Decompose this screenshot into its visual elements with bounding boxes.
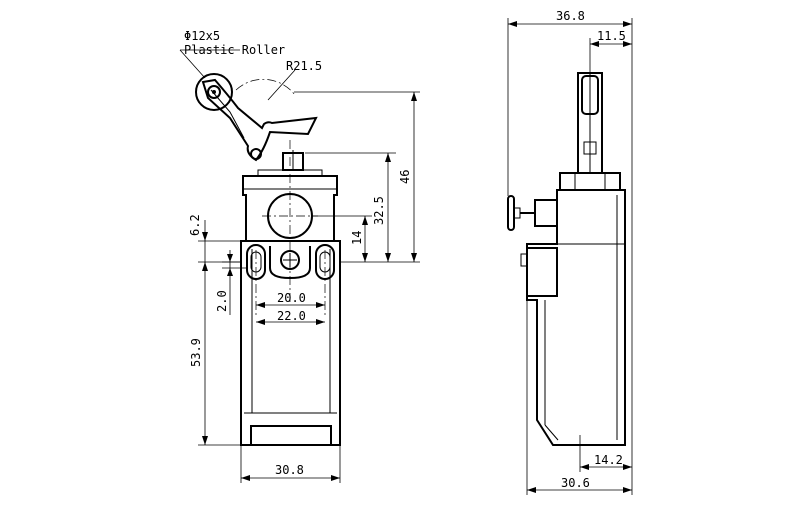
side-bottom-offset-text: 14.2	[594, 453, 623, 467]
side-dimensions: 36.8 11.5 14.2 30.6	[507, 9, 633, 495]
roller-axle	[207, 85, 221, 99]
arrow	[411, 92, 417, 101]
arrow	[590, 41, 599, 47]
offset-62-text: 6.2	[188, 214, 202, 236]
arrow	[385, 153, 391, 162]
arrow	[241, 475, 250, 481]
arrow	[508, 21, 517, 27]
roller-center	[212, 90, 216, 94]
side-lever-pivot	[583, 141, 597, 155]
side-view	[507, 72, 626, 446]
arrow	[202, 232, 208, 241]
arrow	[256, 302, 265, 308]
arrow	[623, 21, 632, 27]
height-46-text: 46	[398, 170, 412, 184]
arrow	[411, 253, 417, 262]
arrow	[331, 475, 340, 481]
side-body-outline	[526, 189, 626, 446]
arrow	[362, 253, 368, 262]
side-inner-chamfer	[544, 424, 559, 441]
front-dimensions: Φ12x5 Plastic Roller R21.5 46 32.5 14 6.…	[179, 29, 420, 483]
roller-label-text: Plastic Roller	[184, 43, 285, 57]
side-head	[559, 172, 621, 190]
arrow	[623, 464, 632, 470]
lever-pivot	[250, 148, 262, 160]
front-width-text: 30.8	[275, 463, 304, 477]
arrow	[227, 254, 233, 262]
arrow	[385, 253, 391, 262]
side-offset-text: 11.5	[597, 29, 626, 43]
arrow	[362, 216, 368, 225]
front-view	[195, 73, 341, 446]
front-bottom-cap	[250, 425, 332, 446]
arrow	[316, 319, 325, 325]
arrow	[527, 487, 536, 493]
hole-spacing-outer-text: 22.0	[277, 309, 306, 323]
offset-20-text: 2.0	[215, 290, 229, 312]
arrow	[623, 487, 632, 493]
arrow	[316, 302, 325, 308]
side-plunger-body	[534, 199, 558, 227]
hole-spacing-inner-text: 20.0	[277, 291, 306, 305]
arrow	[202, 436, 208, 445]
radius-leader	[267, 69, 296, 101]
arrow	[256, 319, 265, 325]
side-head-block	[574, 172, 606, 191]
side-mount-block	[526, 247, 558, 297]
plastic-roller	[195, 73, 233, 111]
roller-leader	[179, 49, 206, 79]
side-mount-screw	[520, 253, 528, 267]
side-overall-width-text: 36.8	[556, 9, 585, 23]
height-325-text: 32.5	[372, 196, 386, 225]
lever-arm	[201, 78, 318, 162]
arrow	[580, 464, 589, 470]
lever-swing-arc	[235, 78, 296, 96]
side-plunger-collar	[513, 207, 521, 219]
arrow	[227, 268, 233, 276]
side-roller	[581, 75, 599, 115]
offset-14-text: 14	[350, 231, 364, 245]
side-body-width-text: 30.6	[561, 476, 590, 490]
body-height-text: 53.9	[189, 338, 203, 367]
roller-diameter-text: Φ12x5	[184, 29, 220, 43]
arrow	[623, 41, 632, 47]
lever-radius-text: R21.5	[286, 59, 322, 73]
side-plunger-knob	[507, 195, 515, 231]
